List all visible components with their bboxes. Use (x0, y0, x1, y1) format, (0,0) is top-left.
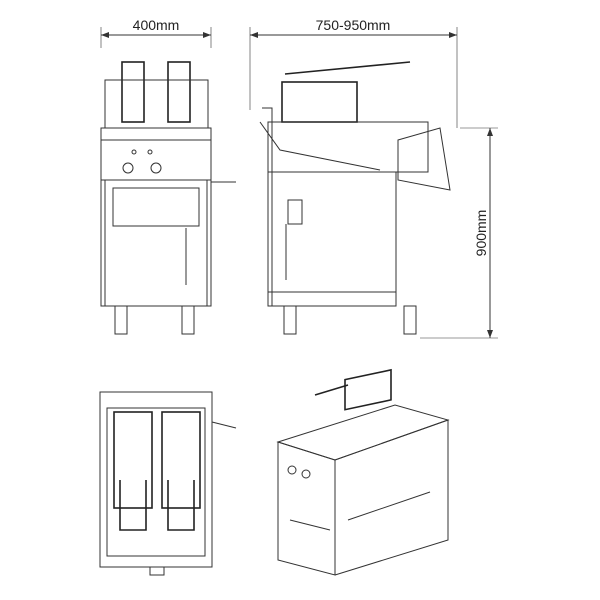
top-view (99, 391, 237, 576)
width-dimension: 400mm (100, 17, 212, 48)
side-view (259, 61, 451, 335)
isometric-view (276, 368, 450, 576)
depth-dimension: 750-950mm (249, 17, 458, 128)
front-view (100, 61, 236, 335)
depth-label: 750-950mm (316, 17, 391, 33)
height-dimension: 900mm (420, 127, 498, 339)
width-label: 400mm (133, 17, 180, 33)
height-label: 900mm (473, 210, 489, 257)
